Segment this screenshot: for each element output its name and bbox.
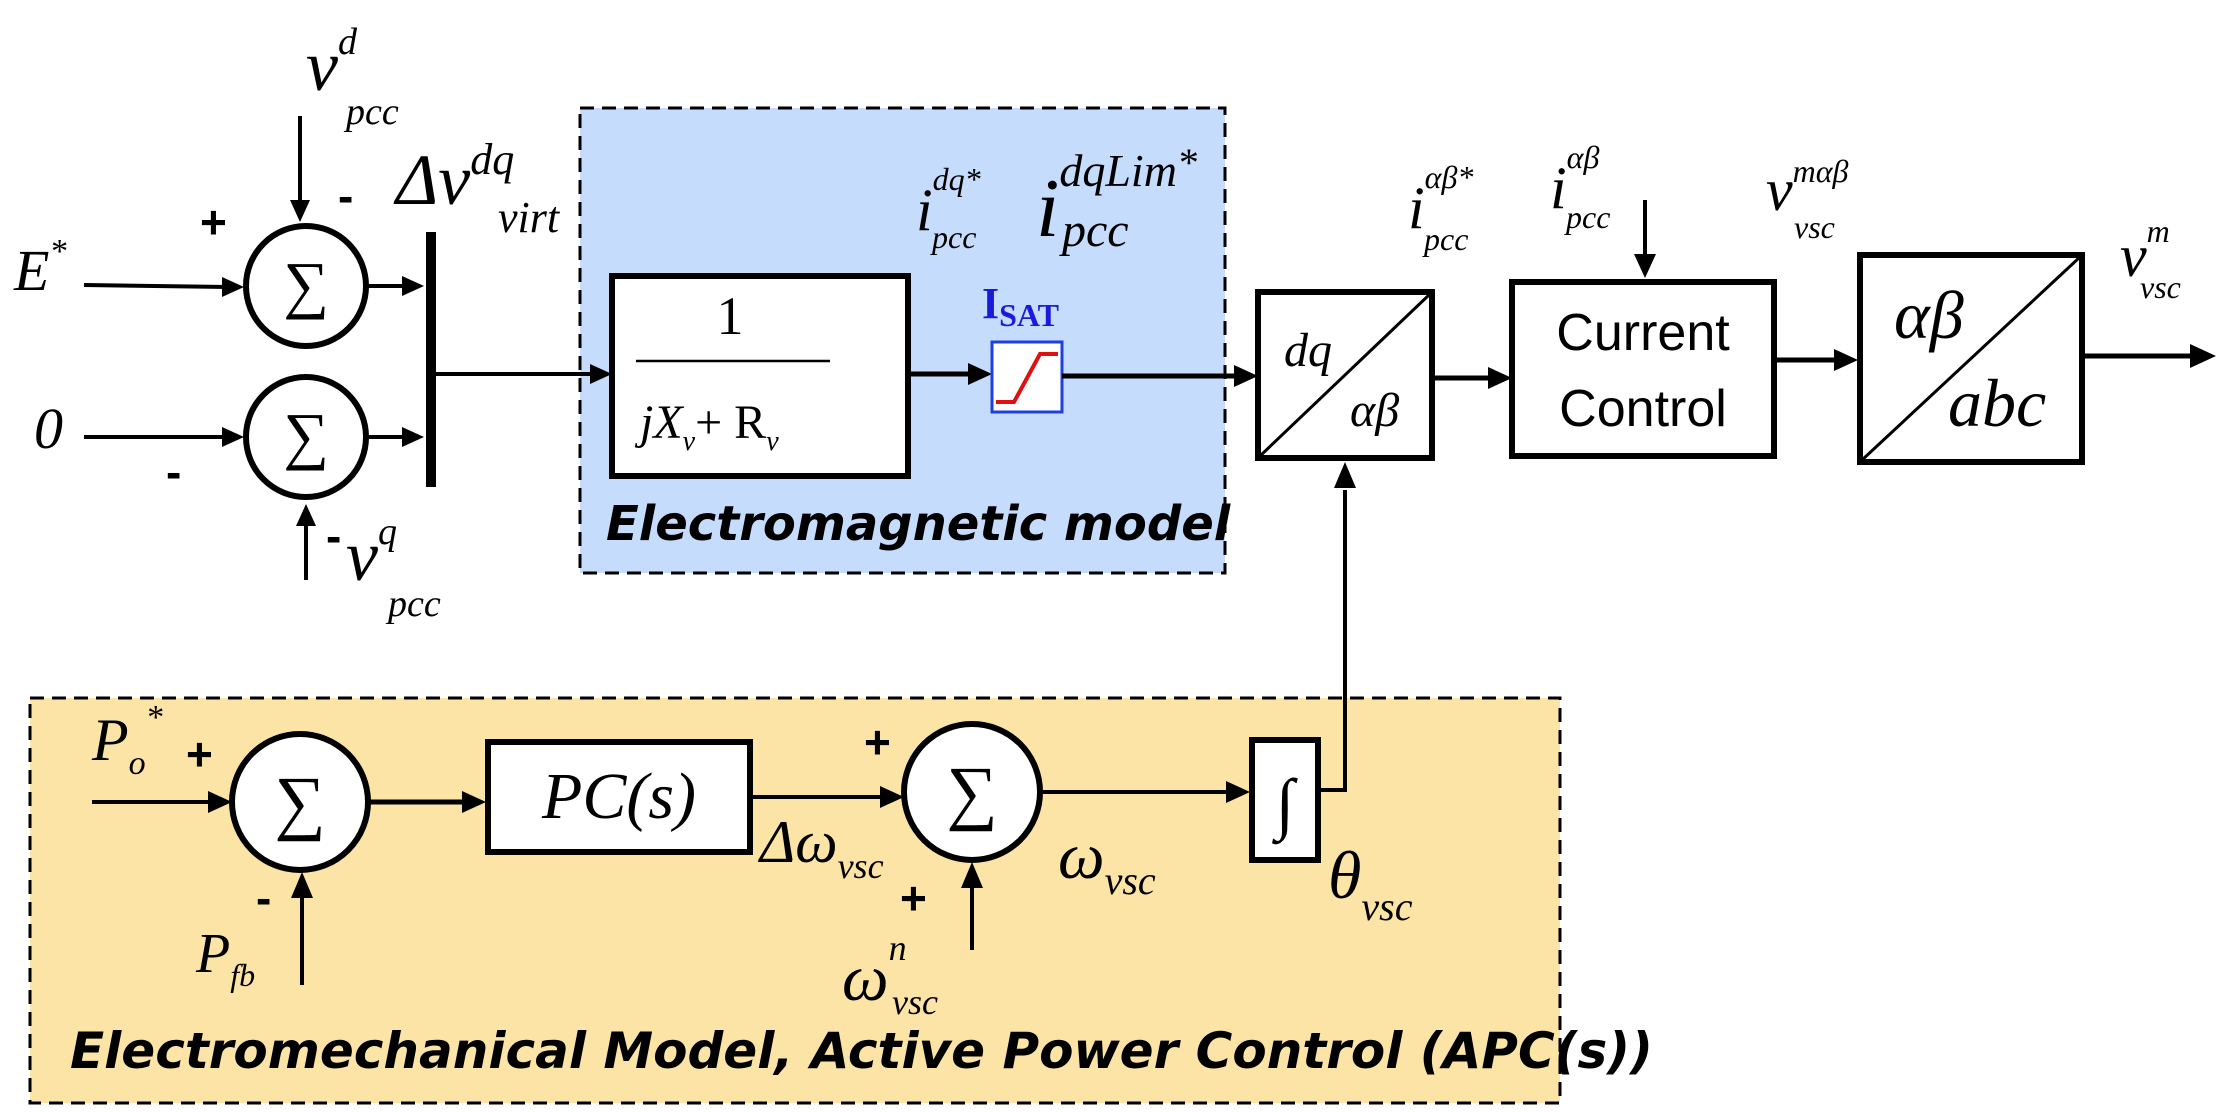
integrator-symbol: ∫ — [1272, 765, 1299, 845]
p-ref-label: Po* — [91, 699, 163, 782]
summer-4-plus-top: + — [864, 716, 891, 768]
summer-1-plus: + — [200, 196, 227, 248]
zero-arrowhead — [222, 427, 244, 447]
summer-1-symbol: ∑ — [283, 249, 329, 320]
summer-3-symbol: ∑ — [274, 762, 325, 842]
summer-4-symbol: ∑ — [946, 752, 997, 832]
summer-2-minus-bottom: - — [326, 510, 341, 562]
current-control-line1: Current — [1556, 304, 1730, 362]
summer-4-plus-bottom: + — [900, 872, 927, 924]
sat-to-park-arrowhead — [1234, 365, 1258, 387]
pc-to-summer-4-arrowhead — [880, 786, 904, 808]
alphabeta-to-abc-bottom: abc — [1948, 365, 2046, 441]
summer-1-out-arrowhead — [402, 276, 424, 296]
electromechanical-label: Electromechanical Model, Active Power Co… — [70, 1022, 1653, 1080]
summer-2-out-arrowhead — [402, 427, 424, 447]
e-ref-label: E* — [13, 233, 66, 303]
dw-label: Δωvsc — [758, 809, 884, 886]
pc-block — [485, 739, 753, 855]
cc-to-clarke-arrowhead — [1834, 349, 1858, 371]
p-ref-arrowhead — [208, 791, 232, 813]
summer-2-symbol: ∑ — [283, 400, 329, 471]
alphabeta-to-abc-top: αβ — [1894, 277, 1964, 353]
p-fb-label: Pfb — [195, 923, 255, 993]
e-ref-arrowhead — [222, 277, 244, 297]
i-ab-ref-label: iαβ*pcc — [1408, 159, 1473, 257]
omega-n-arrowhead — [961, 862, 983, 888]
dq-to-alphabeta-diagonal — [1258, 292, 1432, 458]
i-ab-arrowhead — [1634, 254, 1656, 278]
vpcc-q-arrowhead — [296, 504, 316, 526]
summer-3-to-pc-arrowhead — [462, 791, 486, 813]
integrator-block — [1249, 737, 1321, 863]
mux-bar — [426, 232, 436, 487]
pc-block-label: PC(s) — [541, 760, 696, 833]
zero-label: 0 — [34, 396, 63, 461]
theta-feedback-arrowhead — [1334, 462, 1356, 488]
i-dq-ref-label: idq*pcc — [916, 161, 981, 255]
park-to-cc-arrowhead — [1488, 367, 1512, 389]
theta-feedback-wire — [1320, 490, 1347, 792]
electromagnetic-label: Electromagnetic model — [606, 496, 1231, 552]
w-label: ωvsc — [1058, 820, 1156, 903]
summer-2-minus-left: - — [166, 446, 181, 498]
tf-to-sat-arrowhead — [968, 363, 992, 385]
summer-3-plus: + — [186, 728, 213, 780]
dq-to-alphabeta-top: dq — [1284, 324, 1332, 377]
i-dqlim-label: idqLim*pcc — [1036, 140, 1197, 257]
output-arrowhead — [2190, 344, 2216, 368]
current-control-block — [1509, 279, 1777, 459]
dq-to-alphabeta-bottom: αβ — [1350, 384, 1399, 437]
summer-3-minus: - — [256, 872, 271, 924]
e-ref-wire — [83, 283, 229, 289]
summer-4-to-int-arrowhead — [1226, 781, 1250, 803]
current-control-line2: Control — [1559, 380, 1727, 438]
tf-numerator: 1 — [717, 286, 744, 346]
summer-1-minus: - — [338, 170, 353, 222]
isat-label: ISAT — [982, 279, 1059, 333]
vpcc-d-arrowhead — [290, 200, 310, 222]
mux-to-tf-arrowhead — [590, 364, 612, 384]
p-fb-arrowhead — [291, 872, 313, 898]
theta-label: θvsc — [1328, 837, 1413, 929]
alphabeta-to-abc-diagonal — [1860, 255, 2082, 462]
tf-denominator: jXv+ Rv — [634, 396, 779, 457]
saturation-curve — [996, 352, 1058, 404]
